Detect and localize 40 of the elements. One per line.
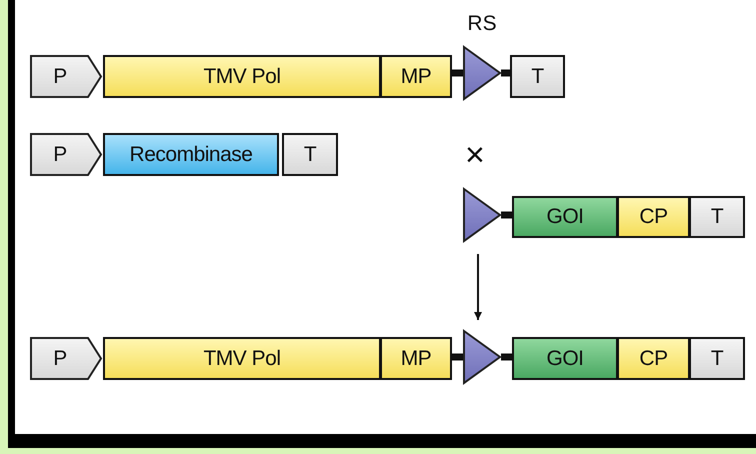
gene-segment-box bbox=[510, 55, 565, 98]
gene-segment-box bbox=[512, 196, 618, 238]
gene-segment-box bbox=[689, 196, 745, 238]
gene-segment-box bbox=[512, 337, 618, 380]
gene-label: Recombinase bbox=[130, 142, 252, 166]
gene-label: T bbox=[710, 346, 724, 370]
backbone-link bbox=[452, 354, 463, 360]
recombination-site-triangle bbox=[463, 188, 501, 242]
gene-label: P bbox=[53, 64, 67, 88]
gene-label: MP bbox=[400, 64, 432, 88]
cross-mark: × bbox=[465, 138, 485, 172]
backbone-link bbox=[501, 354, 512, 360]
recombination-site-triangle bbox=[463, 46, 501, 100]
gene-label: T bbox=[710, 205, 724, 229]
site-label: RS bbox=[467, 12, 497, 36]
backbone-link bbox=[452, 70, 463, 76]
gene-segment-box bbox=[689, 337, 745, 380]
gene-segment-box bbox=[617, 196, 690, 238]
arrow bbox=[474, 254, 482, 320]
gene-label: P bbox=[53, 346, 67, 370]
gene-label: CP bbox=[639, 205, 668, 229]
promoter-arrow bbox=[30, 55, 102, 98]
gene-label: CP bbox=[639, 346, 668, 370]
gene-segment-box bbox=[617, 337, 690, 380]
backbone-link bbox=[501, 212, 512, 218]
gene-label: P bbox=[53, 142, 67, 166]
recombination-site-triangle bbox=[463, 330, 501, 384]
gene-segment-box bbox=[380, 55, 452, 98]
gene-label: TMV Pol bbox=[203, 346, 280, 370]
gene-segment-box bbox=[380, 337, 452, 380]
gene-label: T bbox=[304, 142, 316, 166]
gene-label: T bbox=[531, 64, 544, 88]
promoter-arrow bbox=[30, 133, 102, 176]
gene-label: TMV Pol bbox=[203, 64, 280, 88]
promoter-arrow bbox=[30, 337, 102, 380]
gene-label: MP bbox=[400, 346, 432, 370]
backbone-link bbox=[501, 70, 510, 76]
gene-label: GOI bbox=[546, 205, 584, 229]
gene-segment-box bbox=[282, 133, 338, 176]
gene-label: GOI bbox=[546, 346, 584, 370]
